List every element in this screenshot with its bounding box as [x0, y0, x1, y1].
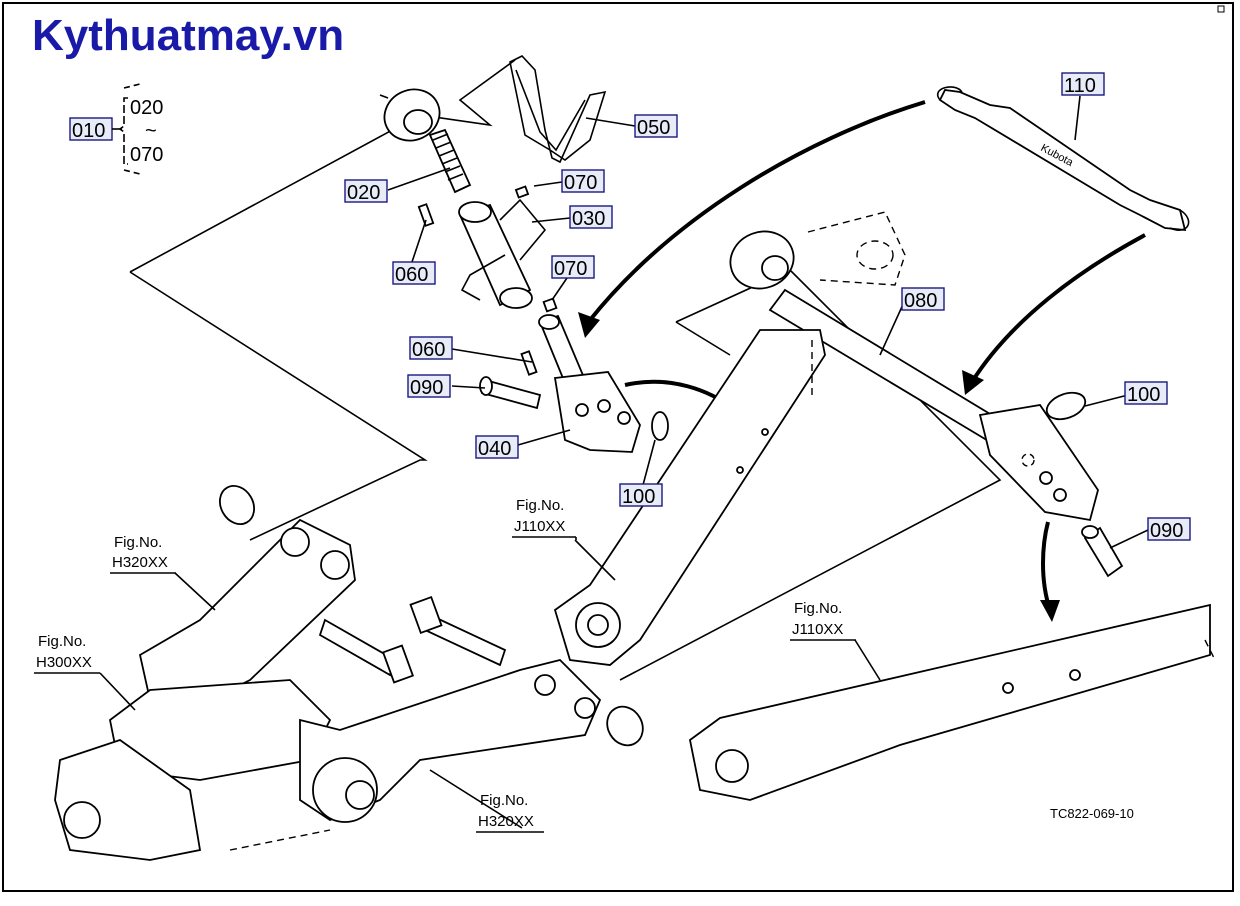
- fig-ref-code: J110XX: [792, 621, 843, 638]
- clevis-040: [520, 314, 641, 453]
- fig-ref-j110xx-right: Fig.No. J110XX: [790, 600, 856, 641]
- fig-ref-j110xx-center: Fig.No. J110XX: [512, 497, 577, 540]
- callout-050: 050: [634, 114, 678, 139]
- callout-090-left: 090: [407, 374, 451, 399]
- callout-040: 040: [475, 435, 519, 460]
- callout-030: 030: [569, 205, 613, 230]
- pin-090-left: [479, 376, 542, 410]
- callout-060-lower: 060: [409, 336, 453, 361]
- fig-ref-h320xx-upper: Fig.No. H320XX: [110, 534, 176, 574]
- callout-100a-label: 100: [622, 486, 655, 508]
- wrench-110: Kubota: [936, 86, 1190, 232]
- callout-110: 110: [1061, 72, 1105, 97]
- callout-070b-label: 070: [554, 258, 587, 280]
- sleeve-030: [417, 185, 558, 313]
- callout-060-upper: 060: [392, 261, 436, 286]
- fig-ref-label: Fig.No.: [516, 497, 564, 514]
- callout-070a-label: 070: [564, 172, 597, 194]
- callout-020: 020: [344, 179, 388, 204]
- ball-joint-020: [379, 88, 472, 194]
- callout-110-label: 110: [1064, 75, 1096, 97]
- pin-090-right: [1081, 525, 1124, 578]
- drawing-code: TC822-069-10: [1050, 806, 1134, 821]
- callout-030-label: 030: [572, 208, 605, 230]
- callout-070-upper: 070: [561, 169, 605, 194]
- callout-020-label: 020: [347, 182, 380, 204]
- callout-070-lower: 070: [551, 255, 595, 280]
- range-note: 010 020 ~ 070: [69, 83, 163, 175]
- fig-ref-h300xx: Fig.No. H300XX: [34, 633, 100, 674]
- fig-ref-label: Fig.No.: [114, 534, 162, 551]
- fig-ref-h320xx-lower: Fig.No. H320XX: [476, 792, 544, 833]
- fig-ref-label: Fig.No.: [480, 792, 528, 809]
- callout-060b-label: 060: [412, 339, 445, 361]
- diagram-frame: [2, 2, 1234, 892]
- tractor-hitch-base: [54, 485, 644, 861]
- fig-ref-code: H320XX: [112, 554, 168, 571]
- snap-ring-100-right: [1045, 391, 1087, 421]
- fig-ref-label: Fig.No.: [38, 633, 86, 650]
- fig-ref-code: H300XX: [36, 654, 92, 671]
- range-parent-label: 010: [72, 120, 105, 142]
- top-link-080: [729, 211, 1099, 522]
- lower-link-center: [553, 329, 826, 666]
- callout-100-left: 100: [619, 483, 663, 508]
- callout-040-label: 040: [478, 438, 511, 460]
- snap-ring-100-left: [651, 411, 669, 441]
- callout-100b-label: 100: [1127, 384, 1160, 406]
- corner-mark: [1217, 5, 1225, 13]
- lower-link-right: [689, 603, 1216, 801]
- callout-100-right: 100: [1124, 381, 1168, 406]
- fig-ref-code: J110XX: [514, 518, 565, 535]
- leader-lines: [99, 95, 1149, 829]
- callout-090a-label: 090: [410, 377, 443, 399]
- callout-050-label: 050: [637, 117, 670, 139]
- range-to-label: 070: [130, 144, 163, 166]
- fig-ref-label: Fig.No.: [794, 600, 842, 617]
- top-link-assembly: [379, 55, 669, 453]
- callout-060a-label: 060: [395, 264, 428, 286]
- callout-080: 080: [901, 287, 945, 312]
- watermark-text: Kythuatmay.vn: [32, 11, 344, 60]
- callout-090b-label: 090: [1150, 520, 1183, 542]
- range-tilde: ~: [145, 120, 157, 142]
- fig-ref-code: H320XX: [478, 813, 534, 830]
- callout-080-label: 080: [904, 290, 937, 312]
- spring-clip-050: [509, 55, 607, 164]
- range-from-label: 020: [130, 97, 163, 119]
- callout-090-right: 090: [1147, 517, 1191, 542]
